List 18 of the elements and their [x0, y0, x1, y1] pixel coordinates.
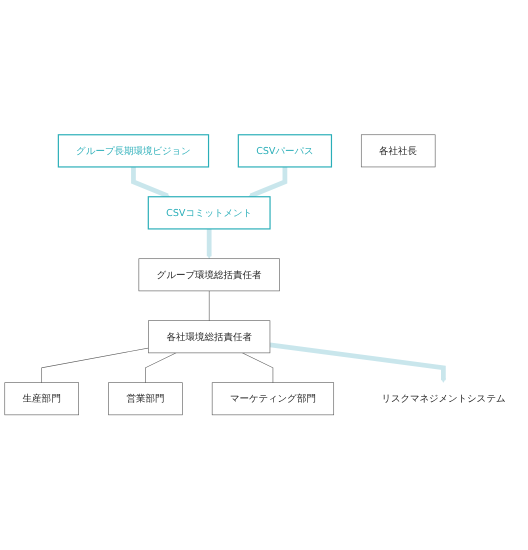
arrow — [131, 167, 170, 198]
node-box: CSVコミットメント — [148, 196, 271, 230]
arrow — [248, 167, 288, 198]
node-box: CSVパーパス — [238, 134, 332, 168]
node-box: マーケティング部門 — [212, 382, 334, 416]
node-box: グループ環境総括責任者 — [138, 258, 280, 292]
node-box: 生産部門 — [4, 382, 79, 416]
node-box: グループ長期環境ビジョン — [58, 134, 210, 168]
connector — [208, 290, 210, 322]
node-box: 各社環境総括責任者 — [148, 320, 270, 354]
node-text: リスクマネジメントシステム — [381, 392, 506, 404]
connector — [41, 348, 149, 384]
connector — [242, 352, 274, 384]
connector — [145, 352, 176, 384]
arrow — [270, 342, 446, 384]
arrow — [206, 229, 212, 260]
node-box: 営業部門 — [108, 382, 183, 416]
node-box: 各社社長 — [360, 134, 436, 168]
